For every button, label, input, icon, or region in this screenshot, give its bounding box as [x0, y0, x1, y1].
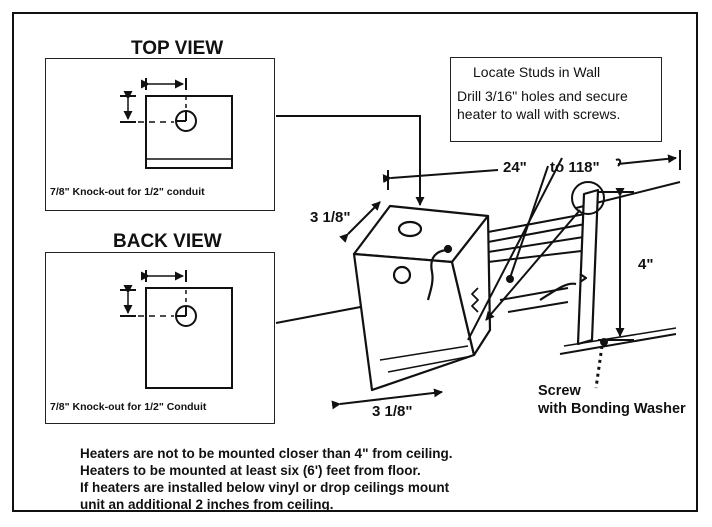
mounting-bracket [539, 188, 600, 346]
top-view-title: TOP VIEW [131, 38, 224, 59]
drill-lines [467, 157, 608, 389]
note-line: Heaters are not to be mounted closer tha… [80, 446, 453, 461]
top-view-panel [45, 58, 275, 211]
note-line: If heaters are installed below vinyl or … [80, 480, 450, 495]
installation-notes: Heaters are not to be mounted closer tha… [80, 445, 452, 513]
screw-label-line2: with Bonding Washer [538, 401, 686, 417]
screw-label-line1: Screw [538, 383, 581, 399]
back-view-detail [120, 270, 233, 389]
heater-unit [352, 204, 492, 392]
top-view-caption: 7/8" Knock-out for 1/2" conduit [50, 186, 205, 198]
note-line: Heaters to be mounted at least six (6') … [80, 463, 421, 478]
back-view-panel [45, 252, 275, 424]
back-view-caption: 7/8" Knock-out for 1/2" Conduit [50, 401, 207, 413]
stud-callout-box: Locate Studs in Wall Drill 3/16" holes a… [450, 57, 662, 142]
dimension-span-end: to 118" [550, 159, 600, 176]
screw-label: Screw with Bonding Washer [538, 382, 686, 418]
dimension-depth: 3 1/8" [310, 209, 351, 226]
callout-body: Drill 3/16" holes and secure heater to w… [457, 88, 628, 122]
dimension-span-start: 24" [503, 159, 527, 176]
callout-title: Locate Studs in Wall [473, 64, 601, 80]
dimension-height: 4" [638, 256, 654, 273]
top-view-detail [120, 78, 233, 169]
back-view-title: BACK VIEW [113, 231, 222, 252]
diagram-frame [12, 12, 698, 512]
note-line: unit an additional 2 inches from ceiling… [80, 497, 334, 512]
dimension-lines [331, 150, 681, 410]
dimension-width: 3 1/8" [372, 403, 413, 420]
